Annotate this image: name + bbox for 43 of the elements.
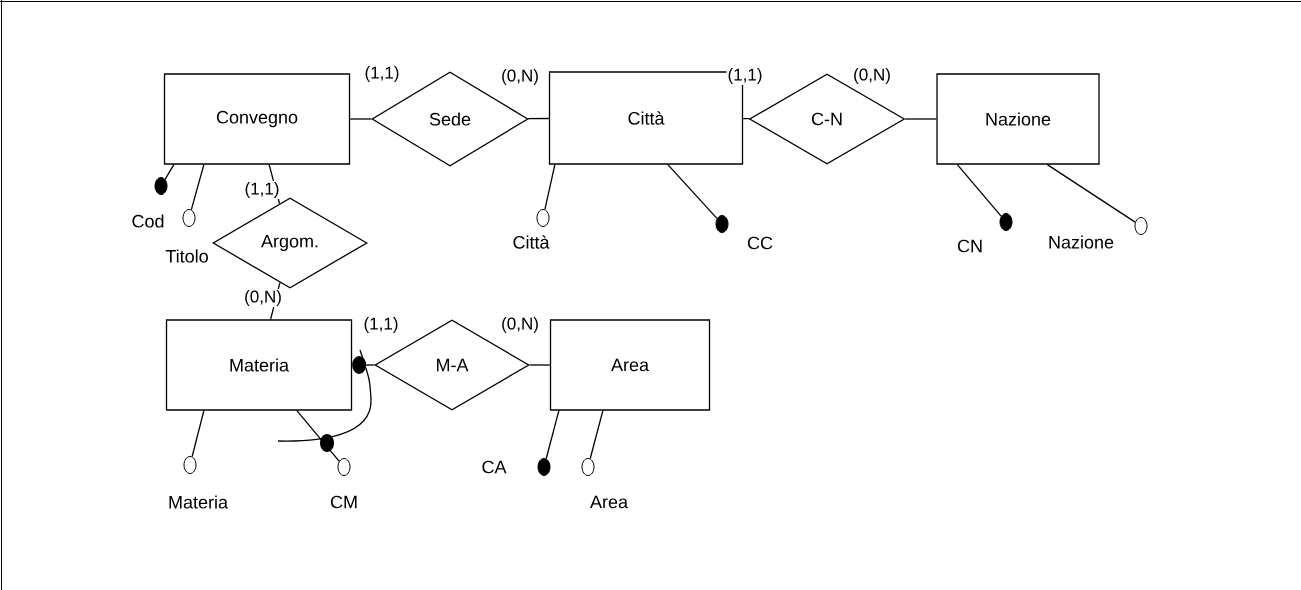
key-attribute-dot [537, 458, 551, 476]
attribute-line [190, 164, 205, 211]
relationship-line [742, 117, 751, 120]
attribute-line [545, 410, 560, 460]
key-attribute-dot [999, 213, 1013, 231]
relationship-line [527, 117, 550, 120]
attribute-circle [337, 458, 351, 476]
cardinality-label: (1,1) [728, 68, 762, 84]
entity-box: Materia [165, 319, 353, 411]
relationship-line [529, 364, 551, 366]
attribute-label: CC [747, 236, 773, 250]
attribute-line [164, 164, 175, 180]
cardinality-label: (1,1) [245, 182, 279, 198]
attribute-line [544, 164, 556, 211]
key-attribute-dot [715, 215, 729, 233]
key-attribute-dot [154, 177, 168, 195]
attribute-line [191, 410, 205, 458]
attribute-circle [536, 209, 550, 227]
attribute-label: Area [590, 495, 628, 509]
cardinality-label: (0,N) [245, 290, 281, 306]
relationship-line [352, 356, 375, 374]
attribute-label: CM [330, 495, 357, 509]
attribute-circle [581, 458, 595, 476]
attribute-circle [183, 456, 197, 474]
attribute-circle [1134, 217, 1148, 235]
attribute-label: CN [957, 239, 982, 253]
entity-box: Nazione [936, 73, 1100, 165]
attribute-line [296, 410, 340, 462]
attribute-label: CA [482, 460, 507, 474]
attribute-label: Titolo [165, 249, 208, 263]
relationship-line [349, 118, 372, 120]
attribute-line [667, 164, 718, 220]
entity-box: Convegno [163, 73, 351, 165]
attribute-line [956, 164, 1002, 217]
attribute-label: Nazione [1049, 235, 1114, 249]
attribute-circle [182, 209, 196, 227]
attribute-line [589, 410, 604, 460]
relationship-line [904, 118, 937, 120]
attribute-label: Città [513, 235, 550, 249]
entity-box: Area [549, 319, 711, 411]
attribute-label: Materia [169, 495, 228, 509]
attribute-line [1046, 164, 1136, 223]
attribute-label: Cod [132, 214, 164, 228]
